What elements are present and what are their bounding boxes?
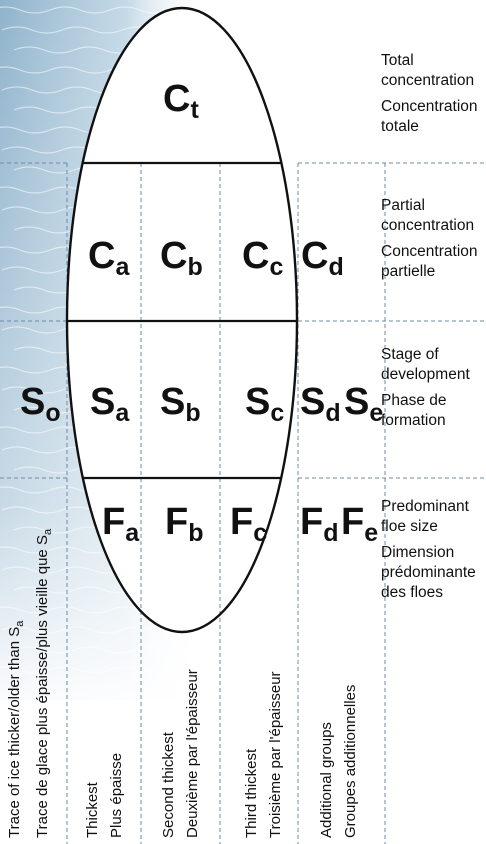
symbol-fb: Fb [165, 501, 204, 547]
symbol-sa: Sa [90, 381, 130, 427]
legend-stage: Stage of development Phase de formation [381, 346, 470, 429]
legend-total: Total concentration Concentration totale [381, 52, 478, 135]
column-label-second-fr: Deuxième par l'épaisseur [184, 669, 201, 838]
symbol-se: Se [344, 381, 384, 427]
symbol-cd: Cd [301, 235, 344, 281]
legend-partial: Partial concentration Concentration part… [381, 197, 478, 280]
symbol-cb: Cb [160, 235, 203, 281]
column-label-third-en: Third thickest [243, 748, 260, 838]
symbol-fa: Fa [102, 501, 140, 547]
column-label-trace-fr: Trace de glace plus épaisse/plus vieille… [34, 528, 54, 838]
column-label-trace-en: Trace of ice thicker/older than Sa [6, 620, 26, 838]
symbol-fd: Fd [300, 501, 339, 547]
symbol-fe: Fe [341, 501, 379, 547]
column-label-additional-fr: Groupes additionnelles [342, 684, 359, 838]
legend-floe: Predominant floe size Dimension prédomin… [381, 498, 476, 601]
egg-dividers [67, 161, 297, 480]
symbol-ca: Ca [88, 235, 130, 281]
column-label-third-fr: Troisième par l'épaisseur [267, 671, 284, 838]
column-label-second-en: Second thickest [160, 732, 177, 838]
egg-outline [65, 6, 299, 634]
symbol-sd: Sd [300, 381, 341, 427]
column-label-thickest-en: Thickest [84, 782, 101, 838]
symbol-sb: Sb [160, 381, 201, 427]
symbol-ct: Ct [163, 78, 199, 124]
symbol-cc: Cc [242, 235, 284, 281]
column-label-additional-en: Additional groups [318, 722, 335, 838]
symbol-so: So [20, 381, 61, 427]
column-label-thickest-fr: Plus épaisse [108, 752, 125, 838]
symbol-sc: Sc [245, 381, 285, 427]
symbol-fc: Fc [230, 501, 268, 547]
